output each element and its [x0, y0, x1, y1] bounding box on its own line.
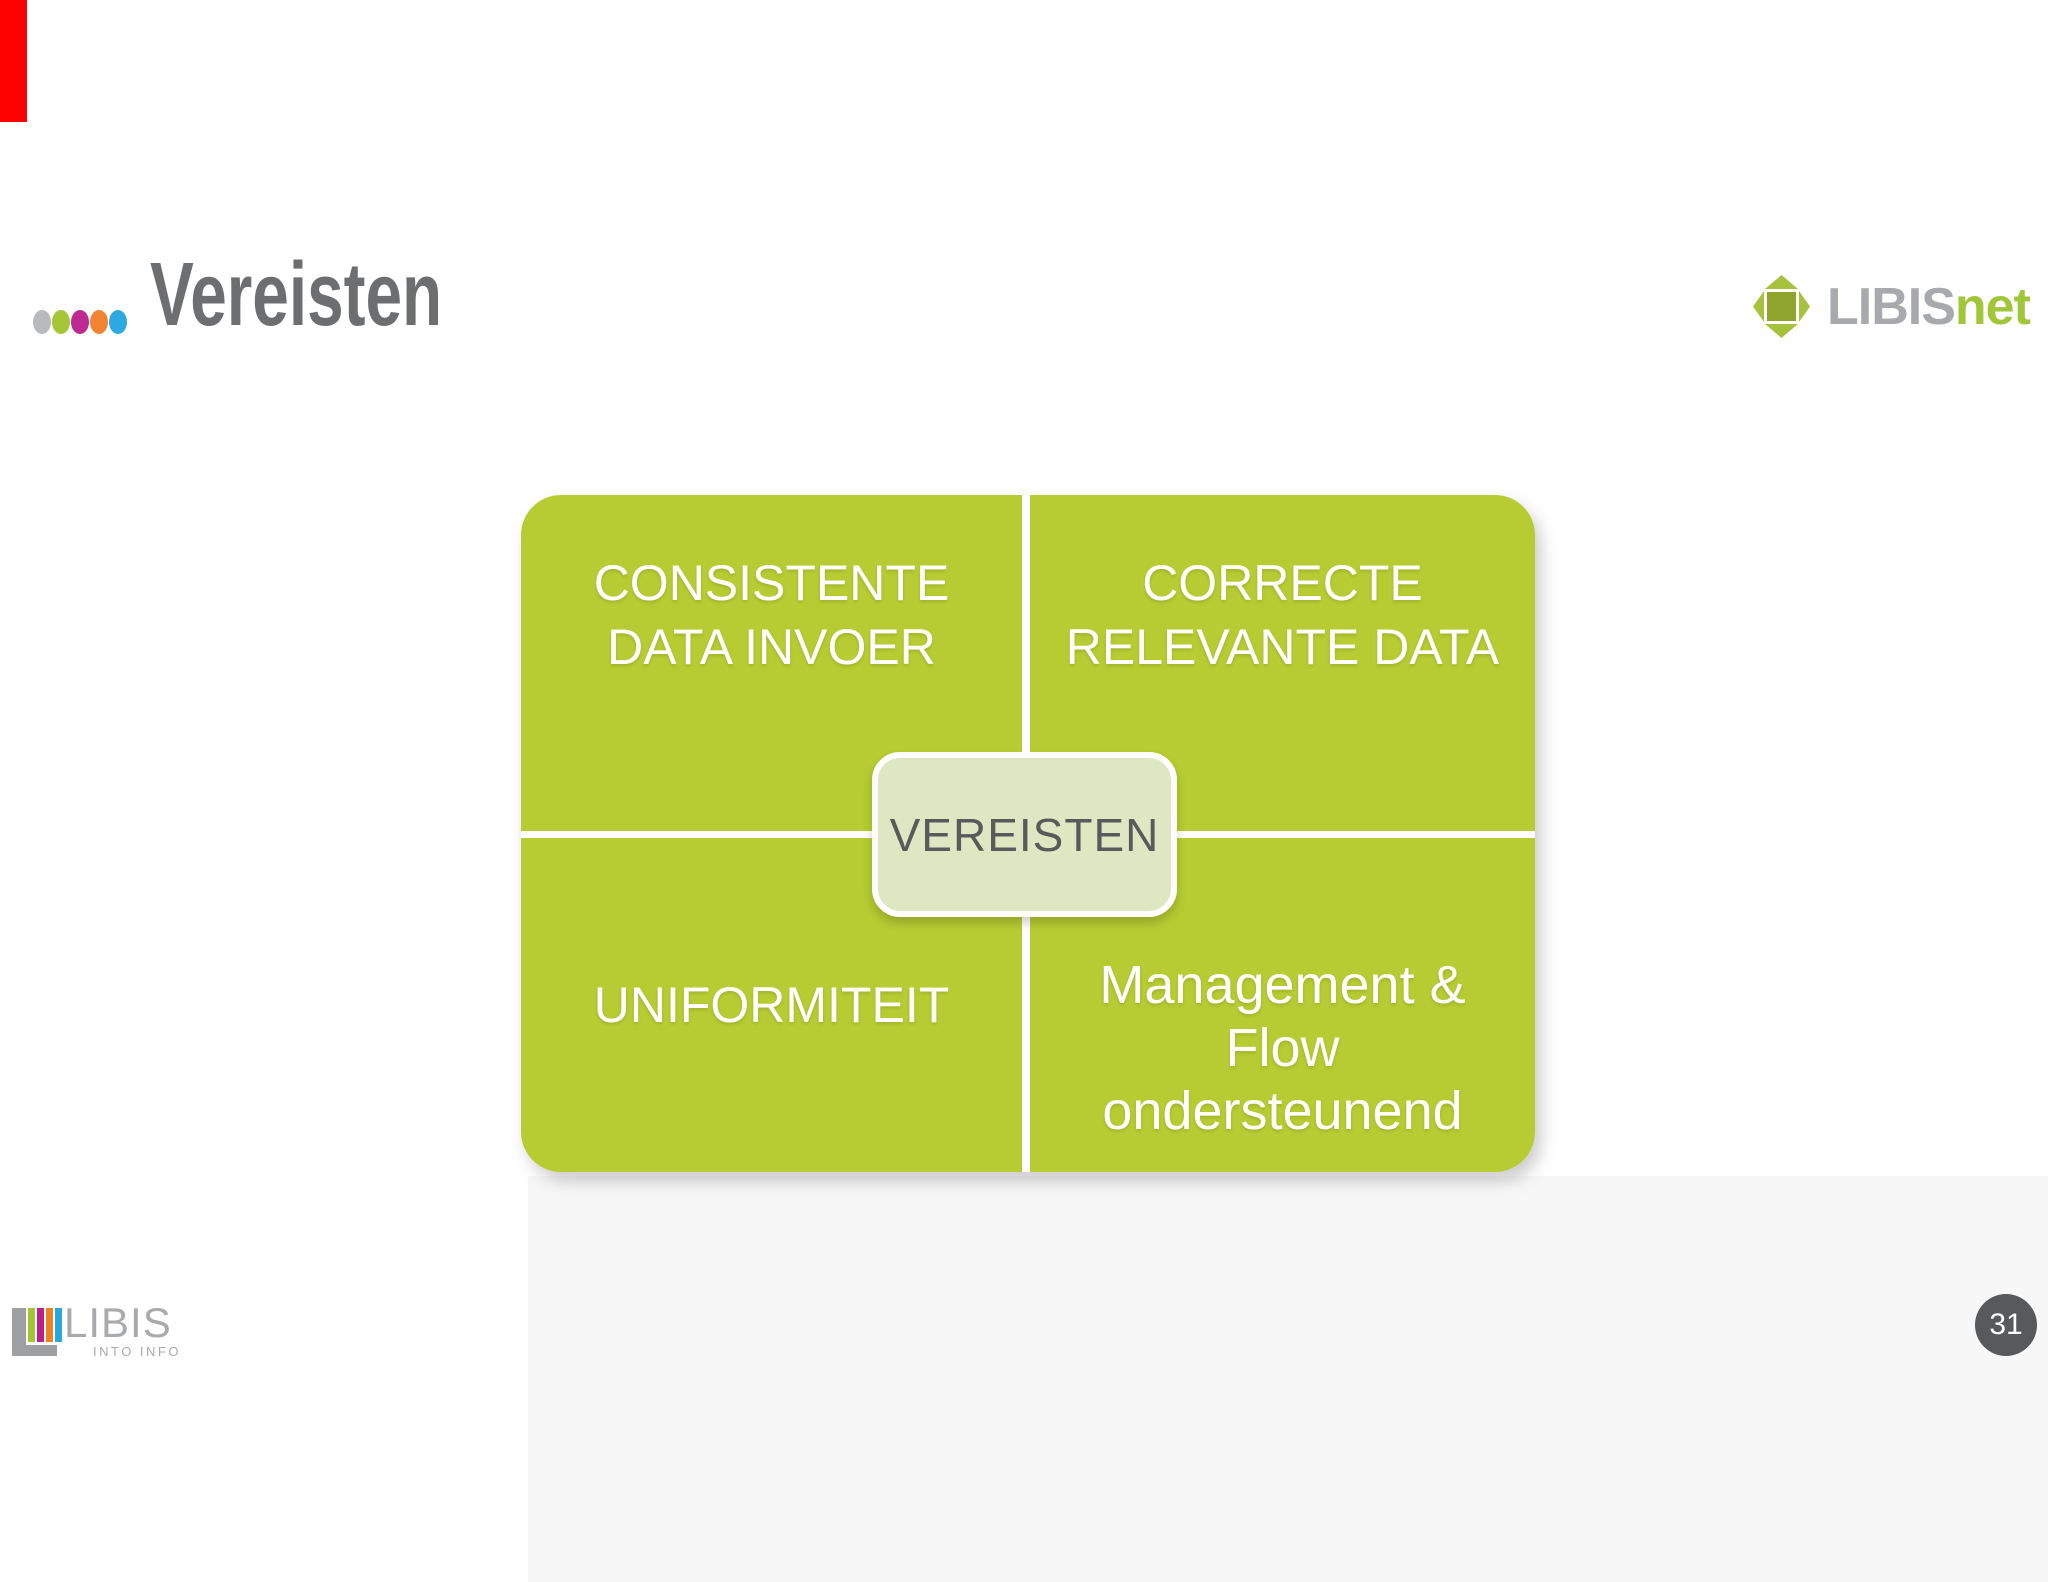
quadrant-line: CONSISTENTE — [593, 555, 950, 611]
page-number-badge: 31 — [1975, 1294, 2037, 1356]
libisnet-wordmark-net: net — [1954, 277, 2031, 336]
libis-footer-wordmark: LIBIS — [64, 1299, 172, 1346]
quadrant-line: Flow — [1225, 1017, 1340, 1078]
libis-bar-blue — [55, 1308, 62, 1342]
quadrant-line: ondersteunend — [1102, 1080, 1463, 1141]
libis-logo-l-base — [12, 1345, 57, 1356]
quadrant-line: Management & — [1099, 954, 1466, 1015]
quadrant-line: DATA INVOER — [607, 619, 936, 675]
quadrant-line: UNIFORMITEIT — [593, 977, 950, 1033]
diagram-center-label: VEREISTEN — [889, 808, 1160, 861]
diagram-center-box: VEREISTEN — [872, 752, 1177, 917]
libis-footer-logo: LIBIS INTO INFO — [12, 1302, 182, 1359]
page-title: Vereisten — [150, 245, 443, 345]
libis-footer-tagline: INTO INFO — [93, 1344, 181, 1359]
libis-bar-green — [28, 1308, 35, 1342]
green-dot — [52, 310, 70, 334]
vereisten-quadrant-diagram: CONSISTENTE DATA INVOER CORRECTE RELEVAN… — [521, 495, 1535, 1172]
libis-logo-l-vertical — [12, 1308, 26, 1356]
libisnet-wordmark-libis: LIBIS — [1827, 277, 1956, 336]
blue-dot — [109, 310, 127, 334]
background-gray-band — [528, 1176, 2048, 1582]
libisnet-logo: LIBISnet — [1753, 275, 2031, 338]
libisnet-diamond-icon — [1753, 275, 1810, 338]
orange-dot — [90, 310, 108, 334]
gray-dot — [33, 310, 51, 334]
red-corner-strip — [0, 0, 27, 122]
libis-bar-magenta — [37, 1308, 44, 1342]
page-number: 31 — [1989, 1308, 2023, 1341]
quadrant-line: CORRECTE — [1142, 555, 1423, 611]
title-accent-dots — [33, 310, 127, 334]
magenta-dot — [71, 310, 89, 334]
quadrant-line: RELEVANTE DATA — [1065, 619, 1500, 675]
libis-logo-color-bars — [28, 1308, 62, 1342]
libisnet-wordmark: LIBISnet — [1827, 277, 2031, 336]
libis-bar-orange — [46, 1308, 53, 1342]
